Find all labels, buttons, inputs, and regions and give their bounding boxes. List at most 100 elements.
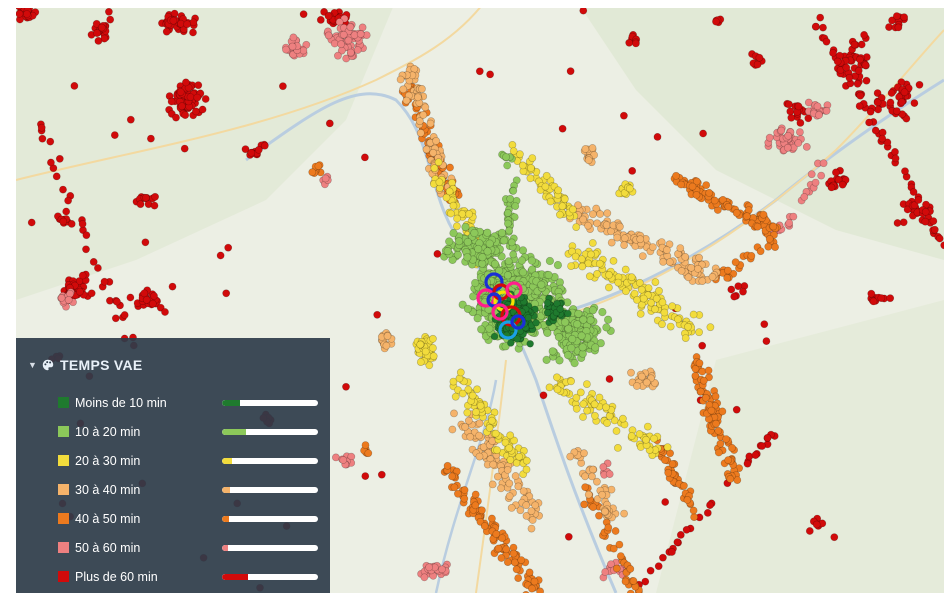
- map-point: [596, 210, 604, 218]
- map-point: [892, 12, 901, 20]
- map-point: [162, 27, 171, 36]
- map-point: [583, 406, 591, 415]
- map-point: [364, 449, 373, 458]
- map-point: [181, 111, 190, 119]
- map-point: [666, 322, 675, 331]
- travel-time-points: [16, 1, 944, 593]
- map-point: [194, 81, 203, 90]
- map-point: [702, 181, 711, 189]
- map-viewport[interactable]: [16, 0, 944, 593]
- map-point: [360, 153, 369, 162]
- map-point: [554, 186, 563, 195]
- map-point: [445, 237, 454, 246]
- map-point: [726, 475, 735, 483]
- map-point: [564, 309, 572, 318]
- map-point: [446, 163, 454, 172]
- map-point: [321, 174, 330, 183]
- map-point: [528, 584, 536, 593]
- map-point: [856, 55, 864, 64]
- map-point: [626, 565, 635, 573]
- map-point: [873, 89, 882, 97]
- map-point: [620, 241, 628, 249]
- map-point: [435, 178, 444, 187]
- map-point: [567, 377, 575, 386]
- map-point: [500, 236, 509, 245]
- map-point: [819, 23, 827, 32]
- map-point: [543, 299, 552, 307]
- map-point: [453, 489, 462, 498]
- map-point: [658, 298, 667, 307]
- map-point: [47, 158, 55, 167]
- map-point: [509, 186, 518, 195]
- map-point: [560, 195, 569, 203]
- legend-item[interactable]: 30 à 40 min: [28, 475, 318, 504]
- map-point: [732, 208, 741, 217]
- map-point: [567, 262, 575, 270]
- map-point: [590, 400, 599, 409]
- map-point: [639, 294, 648, 303]
- map-point: [676, 244, 685, 252]
- map-point: [830, 533, 839, 542]
- legend-item[interactable]: 10 à 20 min: [28, 417, 318, 446]
- map-point: [509, 549, 518, 558]
- map-point: [544, 270, 553, 280]
- map-point: [794, 102, 803, 111]
- map-point: [804, 98, 813, 107]
- map-point: [346, 23, 355, 31]
- map-point: [201, 95, 210, 103]
- map-point: [105, 7, 113, 16]
- map-point: [619, 414, 627, 423]
- legend-item[interactable]: 50 à 60 min: [28, 533, 318, 562]
- map-point: [698, 367, 707, 376]
- map-point: [691, 364, 700, 373]
- map-point: [929, 217, 938, 225]
- map-point: [421, 103, 430, 112]
- legend-item[interactable]: 20 à 30 min: [28, 446, 318, 475]
- map-point: [421, 347, 430, 356]
- map-point: [346, 48, 355, 57]
- map-point: [632, 39, 640, 48]
- map-point: [764, 242, 773, 251]
- map-point: [867, 289, 876, 298]
- map-point: [609, 256, 618, 265]
- map-point: [894, 23, 903, 32]
- map-point: [627, 432, 636, 440]
- map-point: [566, 452, 575, 461]
- map-point: [644, 284, 653, 292]
- map-point: [723, 273, 732, 282]
- map-point: [451, 392, 460, 401]
- map-point: [668, 460, 677, 468]
- map-point: [699, 129, 707, 138]
- map-point: [505, 444, 513, 452]
- chevron-down-icon[interactable]: ▼: [28, 360, 37, 370]
- map-point: [655, 286, 663, 295]
- legend-item[interactable]: 40 à 50 min: [28, 504, 318, 533]
- map-point: [324, 31, 333, 40]
- map-point: [432, 136, 440, 145]
- map-point: [94, 37, 103, 45]
- legend-item[interactable]: Plus de 60 min: [28, 562, 318, 591]
- map-point: [689, 310, 698, 319]
- map-point: [569, 205, 577, 214]
- map-point: [78, 219, 87, 228]
- map-point: [461, 222, 470, 232]
- map-canvas[interactable]: [16, 0, 944, 593]
- map-point: [503, 465, 512, 474]
- map-point: [377, 470, 386, 479]
- map-point: [522, 465, 531, 474]
- map-point: [82, 245, 90, 254]
- map-point: [477, 506, 486, 515]
- map-point: [460, 494, 469, 503]
- map-point: [636, 235, 645, 244]
- map-point: [553, 261, 563, 270]
- map-point: [452, 222, 461, 231]
- map-point: [446, 209, 455, 218]
- map-point: [465, 210, 473, 218]
- legend-header[interactable]: ▼ TEMPS VAE: [28, 354, 318, 376]
- map-point: [869, 297, 878, 306]
- legend-item[interactable]: Moins de 10 min: [28, 388, 318, 417]
- map-point: [722, 435, 730, 443]
- map-point: [507, 238, 516, 247]
